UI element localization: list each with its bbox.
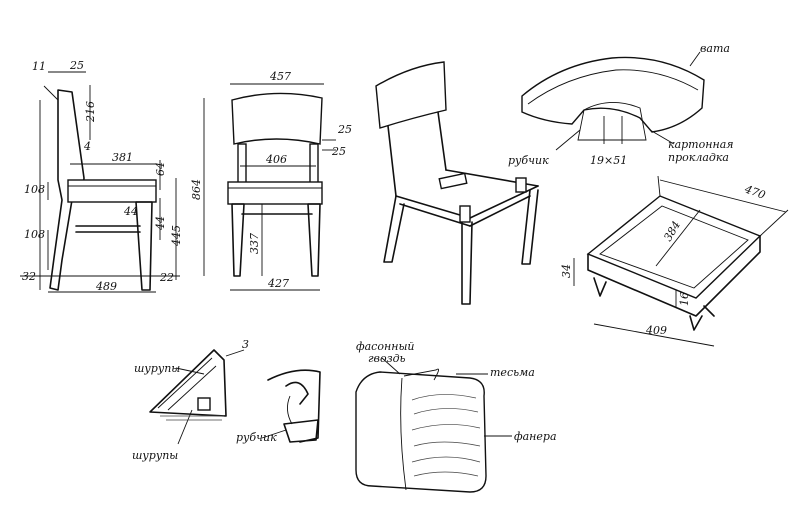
dim-3: 3 xyxy=(242,338,249,351)
label-fanera: фанера xyxy=(514,430,557,443)
seat-cushion-cutaway xyxy=(521,51,705,151)
rubchik-detail xyxy=(261,369,321,443)
dim-457: 457 xyxy=(269,70,291,83)
label-rubchik-top: рубчик xyxy=(508,154,549,167)
dim-470: 470 xyxy=(742,182,767,202)
seat-frame xyxy=(573,175,789,347)
dim-489: 489 xyxy=(95,280,117,293)
dim-32: 32 xyxy=(22,270,36,283)
dim-108-b: 108 xyxy=(24,228,45,241)
label-vata: вата xyxy=(700,42,730,55)
dim-22: 22 xyxy=(159,271,174,284)
dim-216: 216 xyxy=(84,101,97,123)
label-tesma: тесьма xyxy=(490,366,535,379)
dim-108-a: 108 xyxy=(24,183,45,196)
dim-25-a: 25 xyxy=(337,123,352,136)
label-shurupy-bottom: шурупы xyxy=(132,449,178,462)
dim-angle-11: 11 xyxy=(32,60,46,73)
dim-34: 34 xyxy=(560,264,573,278)
dim-16: 16 xyxy=(678,292,691,306)
front-view xyxy=(203,83,336,291)
dim-25-top: 25 xyxy=(69,59,84,72)
chair-3d xyxy=(375,61,539,305)
label-gvozd: гвоздь xyxy=(368,352,406,365)
dim-864: 864 xyxy=(190,179,203,200)
label-shurupy-top: шурупы xyxy=(134,362,180,375)
dim-337: 337 xyxy=(248,233,261,254)
label-fasonny: фасонный xyxy=(356,340,415,353)
dim-409: 409 xyxy=(645,324,667,337)
corner-screw-detail xyxy=(149,349,245,445)
dim-427: 427 xyxy=(267,277,289,290)
label-kartonnaya: картонная xyxy=(668,138,734,151)
dim-445: 445 xyxy=(170,225,183,247)
cushion-section xyxy=(355,357,512,493)
side-view xyxy=(20,71,180,293)
label-size-19x51: 19×51 xyxy=(590,154,627,167)
dim-406: 406 xyxy=(265,153,287,166)
label-prokladka: прокладка xyxy=(668,151,729,164)
dim-44-b: 44 xyxy=(154,216,167,231)
dim-381: 381 xyxy=(112,151,133,164)
dim-4: 4 xyxy=(83,140,91,153)
dim-25-b: 25 xyxy=(331,145,346,158)
dim-44-a: 44 xyxy=(123,205,138,218)
dim-64: 64 xyxy=(154,162,167,176)
label-rubchik-mid: рубчик xyxy=(236,431,277,444)
